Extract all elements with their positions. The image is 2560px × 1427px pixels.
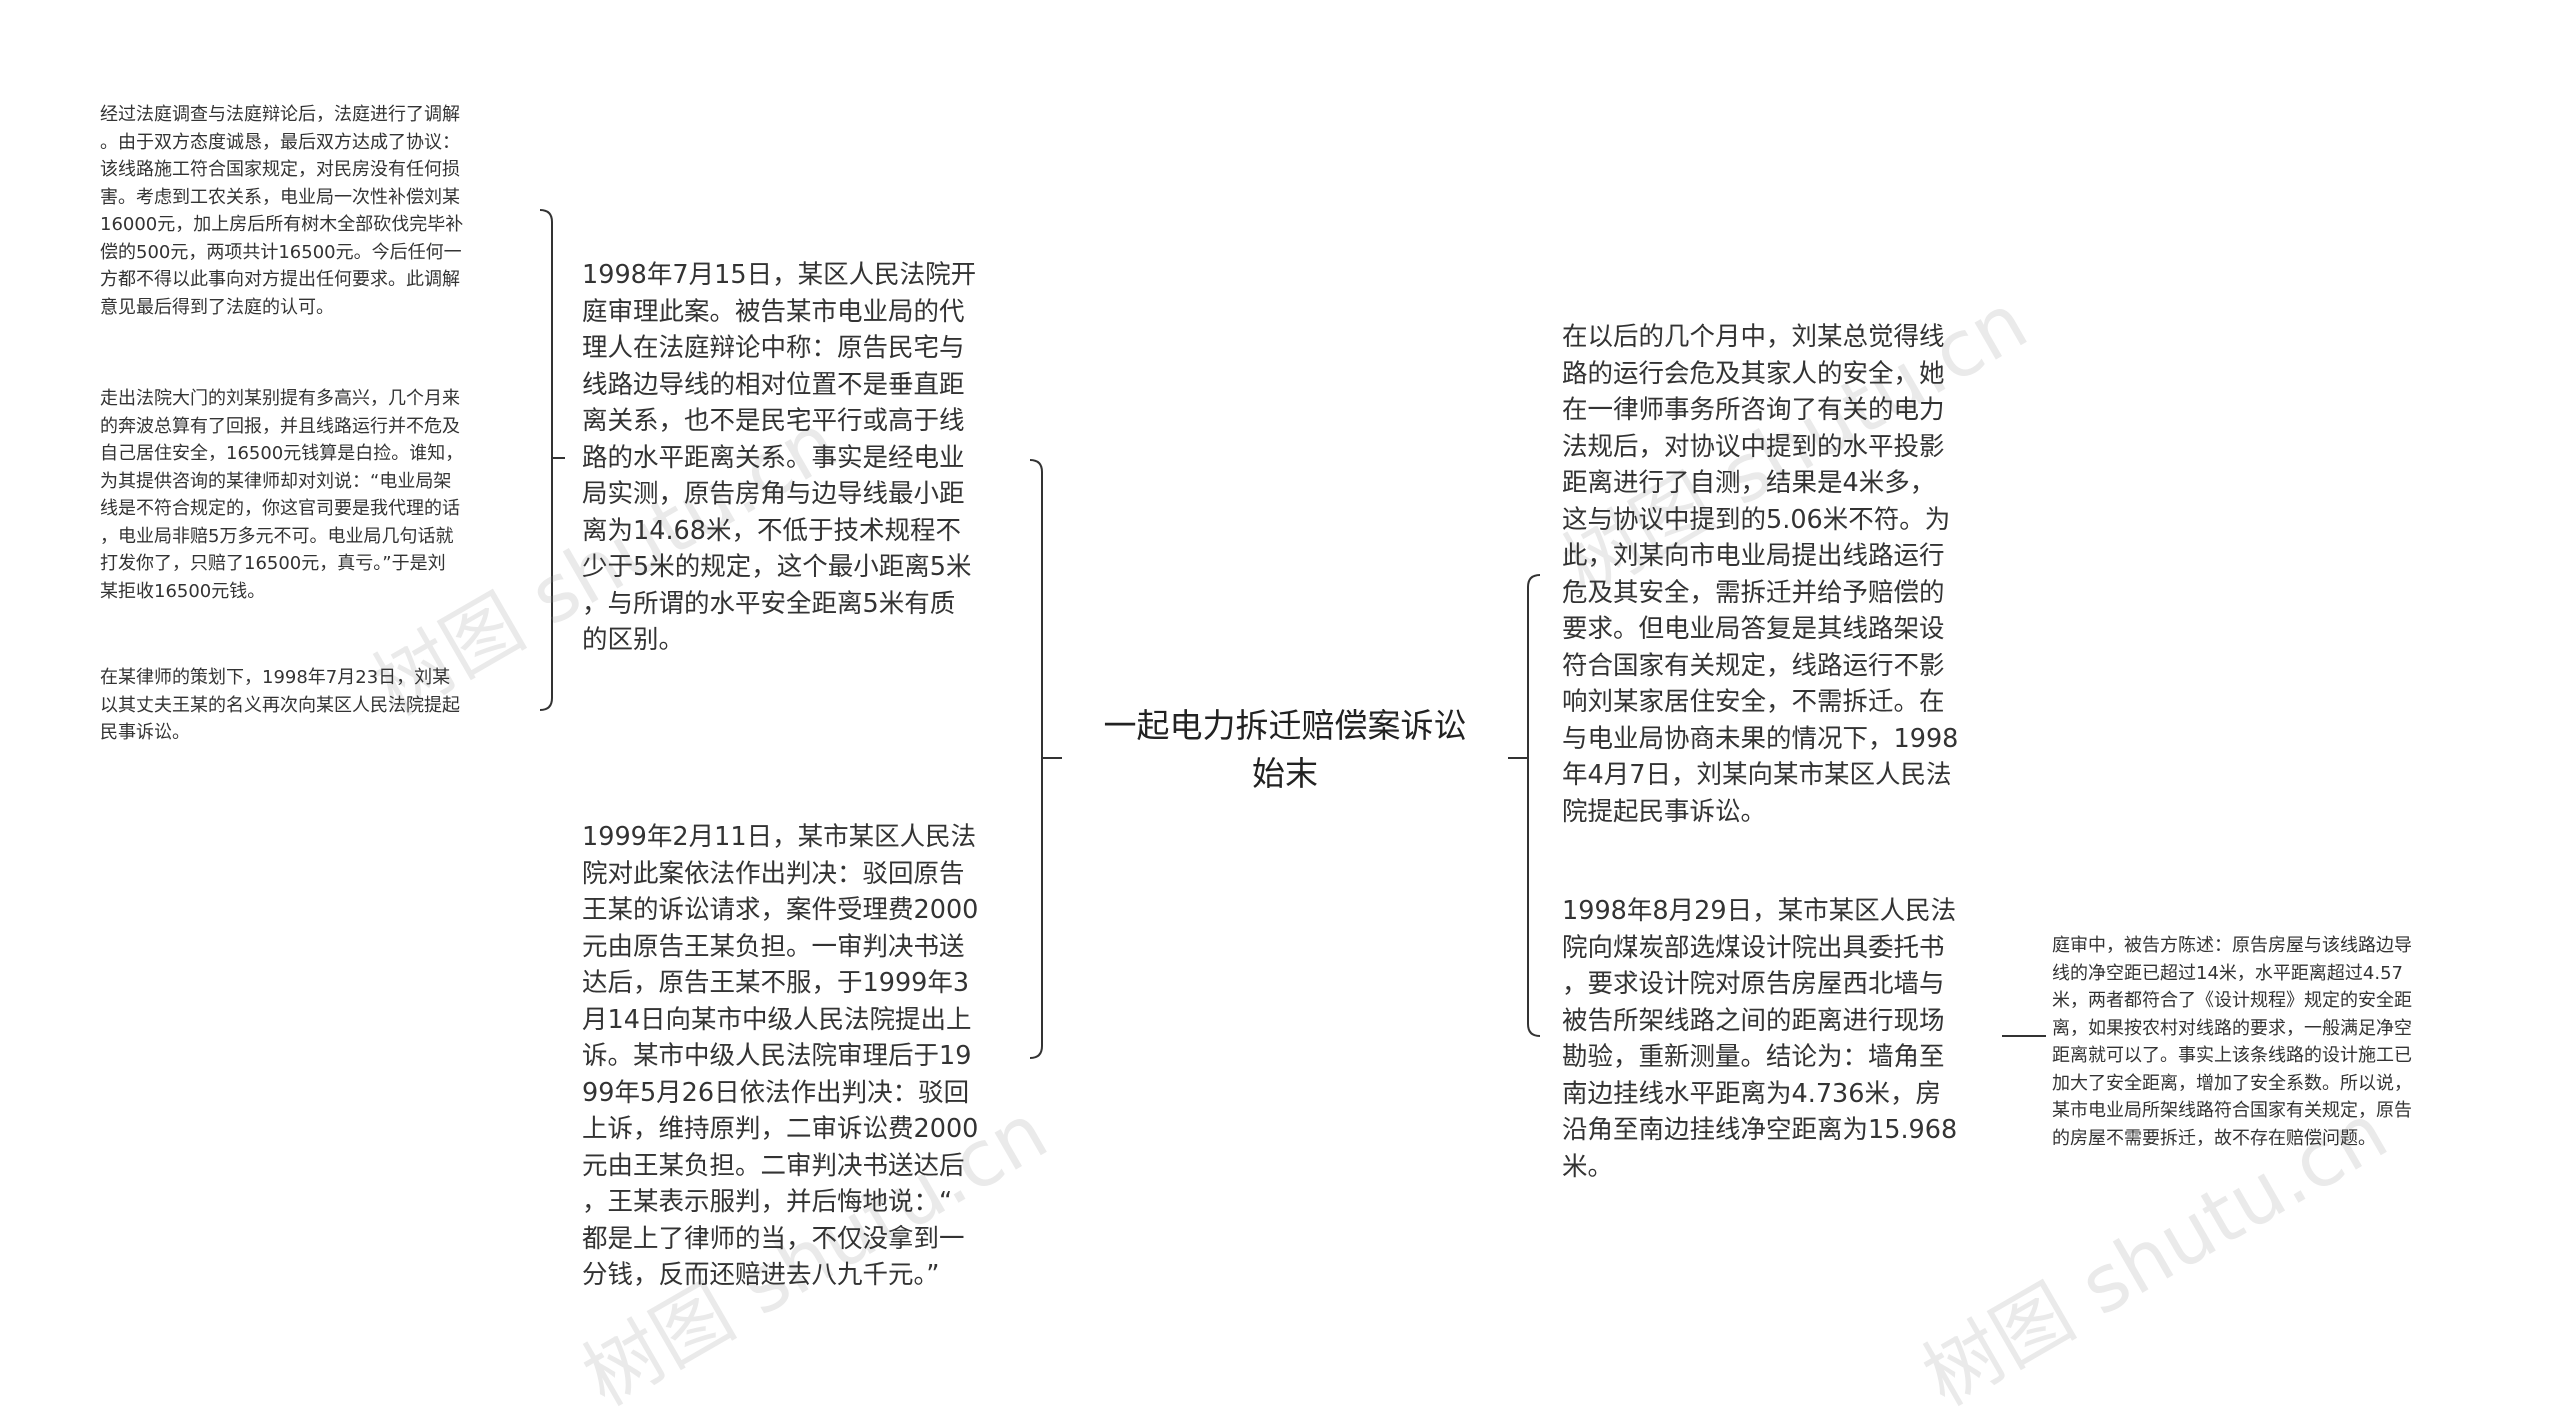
- node-judgment[interactable]: 1999年2月11日，某市某区人民法 院对此案依法作出判决：驳回原告 王某的诉讼…: [582, 822, 979, 1290]
- node-lawsuit[interactable]: 在以后的几个月中，刘某总觉得线 路的运行会危及其家人的安全，她 在一律师事务所咨…: [1562, 322, 1959, 827]
- node-lawyer[interactable]: 走出法院大门的刘某别提有多高兴，几个月来 的奔波总算有了回报，并且线路运行并不危…: [100, 388, 464, 602]
- bracket-left-sub: [539, 209, 553, 711]
- bracket-right-main: [1527, 574, 1541, 1037]
- node-refile[interactable]: 在某律师的策划下，1998年7月23日，刘某 以其丈夫王某的名义再次向某区人民法…: [100, 667, 460, 743]
- node-defense[interactable]: 庭审中，被告方陈述：原告房屋与该线路边导 线的净空距已超过14米，水平距离超过4…: [2052, 935, 2412, 1149]
- node-mediation[interactable]: 经过法庭调查与法庭辩论后，法庭进行了调解 。由于双方态度诚恳，最后双方达成了协议…: [100, 104, 464, 318]
- node-hearing[interactable]: 1998年7月15日，某区人民法院开 庭审理此案。被告某市电业局的代 理人在法庭…: [582, 260, 977, 655]
- node-survey[interactable]: 1998年8月29日，某市某区人民法 院向煤炭部选煤设计院出具委托书 ，要求设计…: [1562, 896, 1958, 1182]
- bracket-left-main: [1029, 459, 1043, 1059]
- mindmap-connectors: [539, 209, 2046, 1059]
- root-topic[interactable]: 一起电力拆迁赔偿案诉讼 始末: [1103, 706, 1467, 793]
